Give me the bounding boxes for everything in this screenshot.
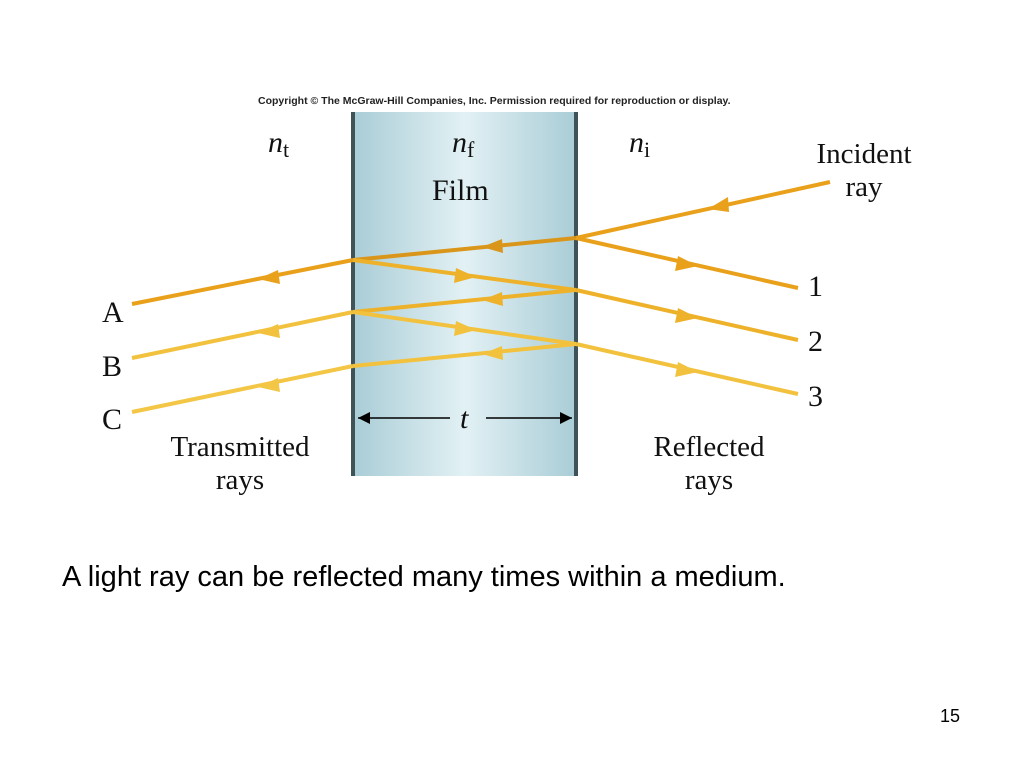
- arrowhead-film-in: [482, 239, 503, 253]
- transmitted-letter-a: A: [102, 296, 124, 329]
- subscript-t: t: [283, 137, 290, 162]
- transmitted-ray-b: [131, 310, 354, 360]
- reflected-rays-label: Reflected rays: [630, 431, 788, 497]
- copyright-notice: Copyright © The McGraw-Hill Companies, I…: [258, 95, 731, 107]
- refracted-in-film: [352, 236, 577, 262]
- internal-reflection-2: [352, 288, 577, 314]
- incident-ray: [575, 180, 831, 240]
- arrowhead-internal-2: [482, 292, 503, 306]
- transmitted-letter-b: B: [102, 350, 123, 383]
- incident-label-line-2: ray: [845, 171, 883, 203]
- n-symbol: n: [268, 126, 283, 159]
- index-label-film: nf: [452, 128, 474, 165]
- arrowhead-internal-3: [454, 321, 476, 336]
- internal-reflection-4: [352, 342, 577, 368]
- reflected-number-1: 1: [808, 270, 823, 303]
- reflected-label-line-2: rays: [684, 464, 734, 496]
- reflected-label-line-1: Reflected: [653, 431, 765, 463]
- transmitted-rays-label: Transmitted rays: [150, 431, 330, 497]
- page-number: 15: [940, 706, 961, 726]
- index-label-transmitted: nt: [268, 128, 289, 165]
- incident-ray-label: Incident ray: [802, 138, 926, 204]
- index-label-incident: ni: [629, 128, 650, 165]
- arrowhead-2: [675, 308, 698, 323]
- film-label: Film: [432, 174, 489, 207]
- incident-label-line-1: Incident: [816, 138, 912, 170]
- transmitted-ray-a: [131, 258, 354, 306]
- arrowhead-3: [675, 362, 698, 377]
- arrowhead-1: [675, 256, 698, 271]
- thickness-label: t: [460, 402, 469, 435]
- subscript-i: i: [644, 137, 651, 162]
- arrowhead-c: [258, 378, 280, 392]
- arrowhead-internal-4: [482, 346, 503, 360]
- transmitted-label-line-1: Transmitted: [170, 431, 310, 463]
- slide-caption: A light ray can be reflected many times …: [62, 561, 786, 593]
- n-symbol: n: [452, 126, 467, 159]
- arrowhead-b: [258, 324, 280, 338]
- subscript-f: f: [467, 137, 475, 162]
- arrowhead-internal-1: [454, 268, 476, 283]
- transmitted-letter-c: C: [102, 403, 123, 436]
- transmitted-label-line-2: rays: [215, 464, 265, 496]
- ray-arrowheads: [258, 197, 729, 392]
- arrowhead-incident: [708, 197, 729, 212]
- reflected-number-2: 2: [808, 325, 823, 358]
- transmitted-ray-c: [131, 364, 354, 414]
- arrowhead-a: [258, 270, 280, 284]
- reflected-number-3: 3: [808, 380, 823, 413]
- n-symbol: n: [629, 126, 644, 159]
